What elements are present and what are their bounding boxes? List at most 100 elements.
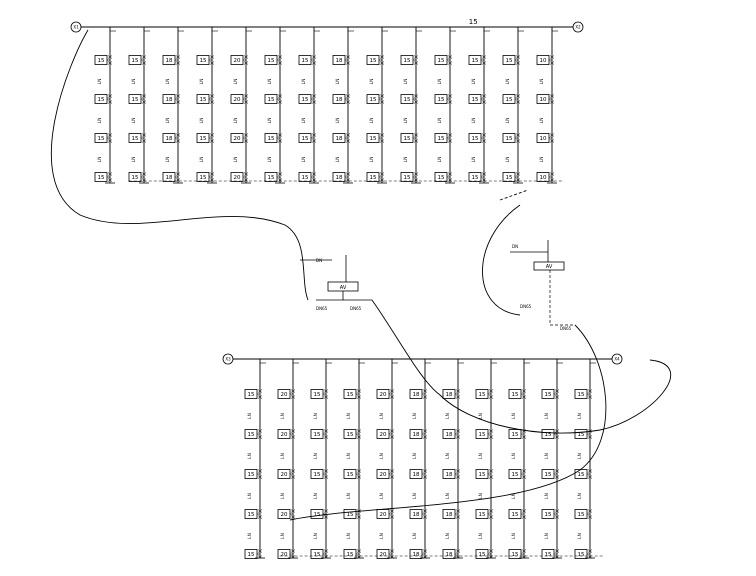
valve-symbol [311, 61, 317, 65]
unit-label: 15 [314, 512, 321, 518]
valve-symbol [345, 94, 351, 98]
valve-symbol [277, 133, 283, 137]
valve-symbol [413, 94, 419, 98]
unit-label: 15 [438, 58, 445, 64]
riser-size-label: LN [379, 533, 385, 539]
valve-symbol [455, 509, 461, 513]
unit-label: 15 [472, 58, 479, 64]
valve-symbol [389, 435, 395, 439]
unit-label: 15 [370, 58, 377, 64]
tag-right-bubble [572, 21, 584, 33]
curve-right-valve-to-lower-left [289, 324, 607, 521]
valve-symbol [379, 133, 385, 137]
valve-symbol [290, 549, 296, 553]
riser-size-label: LN [471, 157, 477, 163]
riser-size-label: LN [267, 118, 273, 124]
valve-symbol [290, 389, 296, 393]
valve-symbol [107, 172, 113, 176]
valve-symbol [422, 435, 428, 439]
riser-size-label: LN [412, 493, 418, 499]
valve-symbol [587, 389, 593, 393]
valve-symbol [141, 133, 147, 137]
valve-symbol [587, 549, 593, 553]
riser-size-label: LN [505, 157, 511, 163]
riser-size-label: LN [412, 413, 418, 419]
riser-size-label: LN [577, 413, 583, 419]
valve-symbol [175, 133, 181, 137]
riser-size-label: LN [97, 79, 103, 85]
riser-size-label: LN [199, 79, 205, 85]
valve-symbol [356, 395, 362, 399]
valve-symbol [311, 139, 317, 143]
riser-size-label: LN [280, 493, 286, 499]
riser-size-label: LN [445, 533, 451, 539]
riser-size-label: LN [346, 493, 352, 499]
valve-symbol [175, 100, 181, 104]
valve-symbol [277, 61, 283, 65]
unit-label: 20 [234, 136, 241, 142]
unit-label: 15 [314, 432, 321, 438]
valve-symbol [141, 55, 147, 59]
unit-label: 18 [413, 512, 420, 518]
riser-size-label: LN [346, 533, 352, 539]
valve-symbol [141, 100, 147, 104]
riser-size-label: LN [471, 118, 477, 124]
unit-label: 20 [281, 552, 288, 558]
valve-symbol [356, 475, 362, 479]
riser-size-label: LN [247, 493, 253, 499]
riser-size-label: LN [511, 413, 517, 419]
unit-label: 15 [248, 552, 255, 558]
tag-left-bubble [222, 353, 234, 365]
riser-size-label: LN [445, 493, 451, 499]
unit-label: 18 [166, 136, 173, 142]
valve-symbol [209, 100, 215, 104]
valve-symbol [175, 139, 181, 143]
valve-symbol [422, 549, 428, 553]
riser-size-label: LN [233, 118, 239, 124]
unit-label: 15 [314, 392, 321, 398]
interconnect-curves [50, 29, 672, 521]
valve-symbol [345, 133, 351, 137]
valve-symbol [413, 133, 419, 137]
tag-left-bubble [70, 21, 82, 33]
unit-label: 20 [281, 432, 288, 438]
riser-size-label: LN [301, 79, 307, 85]
left-valve-assembly: AV DN DN65 DN65 [300, 255, 372, 311]
valve-symbol [481, 100, 487, 104]
tag-left-text: X1 [73, 25, 79, 30]
valve-symbol [257, 435, 263, 439]
riser-size-label: LN [471, 79, 477, 85]
unit-label: 10 [540, 97, 547, 103]
valve-symbol [549, 139, 555, 143]
riser-size-label: LN [97, 118, 103, 124]
unit-label: 15 [370, 136, 377, 142]
unit-label: 15 [438, 136, 445, 142]
valve-symbol [554, 389, 560, 393]
right-valve-left-label: DN65 [520, 304, 532, 309]
unit-label: 15 [248, 472, 255, 478]
riser-size-label: LN [165, 79, 171, 85]
riser-size-label: LN [577, 493, 583, 499]
riser-size-label: LN [379, 493, 385, 499]
unit-label: 15 [132, 175, 139, 181]
valve-symbol [455, 549, 461, 553]
valve-symbol [587, 509, 593, 513]
valve-symbol [107, 178, 113, 182]
unit-label: 15 [578, 472, 585, 478]
valve-symbol [389, 549, 395, 553]
valve-symbol [345, 55, 351, 59]
valve-symbol [379, 61, 385, 65]
valve-symbol [481, 172, 487, 176]
riser-size-label: LN [346, 453, 352, 459]
unit-label: 18 [166, 175, 173, 181]
valve-symbol [323, 435, 329, 439]
unit-label: 15 [506, 97, 513, 103]
riser-size-label: LN [539, 157, 545, 163]
valve-symbol [175, 172, 181, 176]
riser-size-label: LN [247, 533, 253, 539]
